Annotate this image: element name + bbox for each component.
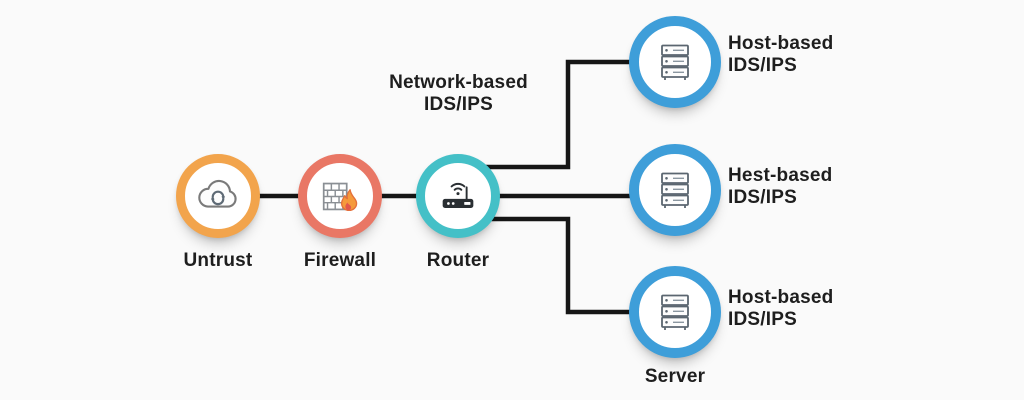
host-ids-label-top: Host-based IDS/IPS	[728, 33, 834, 77]
cloud-sync-icon	[195, 173, 241, 219]
network-ids-ips-annotation: Network-based IDS/IPS	[389, 72, 528, 116]
router-node	[416, 154, 500, 238]
firewall-label: Firewall	[303, 250, 377, 271]
firewall-node	[298, 154, 382, 238]
firewall-brick-flame-icon	[317, 173, 363, 219]
host-ids-label-middle: Hest-based IDS/IPS	[728, 165, 833, 209]
untrust-label: Untrust	[183, 250, 253, 271]
router-label: Router	[426, 250, 490, 271]
server-node-top	[629, 16, 721, 108]
link-router-bottom-server	[460, 216, 631, 315]
link-router-top-server	[460, 59, 631, 170]
server-caption: Server	[644, 366, 706, 387]
server-node-bottom	[629, 266, 721, 358]
server-rack-icon	[651, 288, 699, 336]
server-rack-icon	[651, 166, 699, 214]
host-ids-label-bottom: Host-based IDS/IPS	[728, 287, 834, 331]
router-wifi-icon	[435, 173, 481, 219]
server-rack-icon	[651, 38, 699, 86]
untrust-node	[176, 154, 260, 238]
server-node-middle	[629, 144, 721, 236]
